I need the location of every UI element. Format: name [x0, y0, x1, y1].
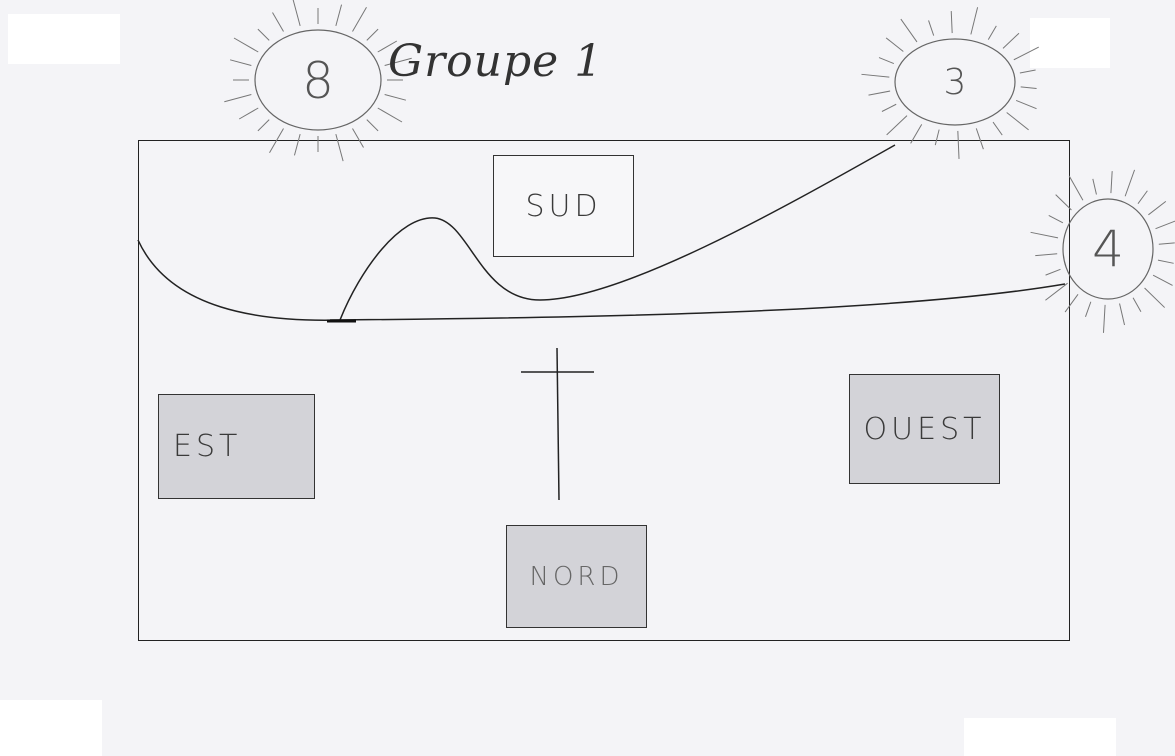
sun-ray — [257, 119, 270, 132]
sun-label-3: 3 — [943, 62, 967, 103]
sun-ray — [272, 12, 284, 32]
sun-3-drawing — [894, 38, 1016, 126]
sun-ray — [335, 133, 344, 162]
label-est: EST — [173, 429, 242, 464]
sun-ray — [257, 28, 270, 41]
sun-path-curve — [137, 144, 896, 321]
sun-ray — [1124, 169, 1136, 197]
sun-ray — [335, 4, 343, 27]
sun-ray — [950, 11, 953, 34]
box-est: EST — [158, 394, 315, 499]
sun-ray — [1155, 220, 1175, 230]
sun-8-drawing — [254, 29, 382, 131]
horizon-line — [329, 283, 1066, 321]
sun-ray — [1064, 294, 1079, 313]
sun-ray — [292, 0, 301, 27]
sun-ray — [970, 7, 979, 35]
sun-ray — [238, 107, 259, 120]
sun-ray — [1137, 190, 1148, 204]
sun-ray — [224, 94, 252, 103]
sun-ray — [1002, 32, 1020, 49]
sun-ray — [910, 124, 923, 144]
sun-ray — [269, 128, 284, 153]
sun-ray — [878, 57, 895, 65]
sun-ray — [377, 107, 403, 123]
sun-ray — [1068, 175, 1084, 201]
sun-ray — [992, 121, 1003, 136]
box-sud: SUD — [493, 155, 634, 257]
sun-ray — [957, 130, 960, 159]
sun-ray — [928, 20, 935, 36]
sun-label-8: 8 — [302, 52, 334, 110]
sun-ray — [1048, 214, 1064, 224]
sun-ray — [886, 115, 908, 136]
sun-ray — [1158, 242, 1175, 245]
sun-rays — [224, 0, 1175, 333]
sun-label-4: 4 — [1092, 220, 1124, 278]
sun-ray — [1157, 259, 1174, 264]
sun-ray — [352, 128, 364, 148]
compass-frame — [138, 140, 1070, 641]
box-nord: NORD — [506, 525, 647, 628]
sun-ray — [366, 119, 379, 132]
sun-ray — [1148, 200, 1167, 216]
cross-vertical — [556, 347, 560, 501]
sun-ray — [366, 28, 379, 41]
sun-ray — [1015, 99, 1037, 110]
label-ouest: OUEST — [863, 411, 986, 447]
sun-ray — [1152, 274, 1173, 286]
sun-ray — [1085, 301, 1092, 317]
label-sud: SUD — [525, 188, 602, 224]
corner-blank-top-right — [1030, 18, 1110, 68]
sun-ray — [1006, 112, 1029, 131]
sun-ray — [293, 133, 301, 156]
sun-ray — [1119, 303, 1126, 326]
sun-ray — [229, 59, 252, 66]
sun-ray — [1020, 86, 1037, 89]
sun-ray — [1055, 194, 1072, 211]
sun-ray — [1045, 268, 1061, 276]
sun-ray — [1092, 178, 1097, 195]
sun-ray — [900, 18, 918, 43]
sun-ray — [1110, 171, 1113, 194]
sun-ray — [881, 103, 897, 112]
sun-ray — [1132, 297, 1142, 312]
corner-blank-top-left — [8, 14, 120, 64]
sun-ray — [1144, 287, 1165, 308]
sun-ray — [1013, 46, 1039, 61]
sun-ray — [233, 37, 259, 53]
sun-ray — [1102, 304, 1106, 333]
box-ouest: OUEST — [849, 374, 1000, 484]
sun-ray — [934, 129, 940, 146]
sun-ray — [861, 73, 890, 78]
sun-ray — [885, 37, 904, 52]
sun-ray — [1035, 253, 1058, 257]
sun-4-drawing — [1062, 198, 1154, 300]
sun-ray — [352, 7, 367, 32]
corner-blank-bottom-left — [0, 700, 102, 756]
sun-ray — [868, 90, 891, 96]
page-title: Groupe 1 — [388, 36, 604, 87]
label-nord: NORD — [529, 561, 624, 592]
corner-blank-bottom-right — [964, 718, 1116, 756]
sun-ray — [987, 25, 997, 40]
sun-ray — [377, 40, 398, 53]
sun-ray — [1019, 69, 1036, 74]
sun-ray — [1030, 231, 1059, 239]
sun-ray — [1045, 282, 1068, 301]
sun-ray — [975, 128, 984, 150]
sun-ray — [384, 94, 407, 101]
sun-ray — [384, 57, 412, 66]
